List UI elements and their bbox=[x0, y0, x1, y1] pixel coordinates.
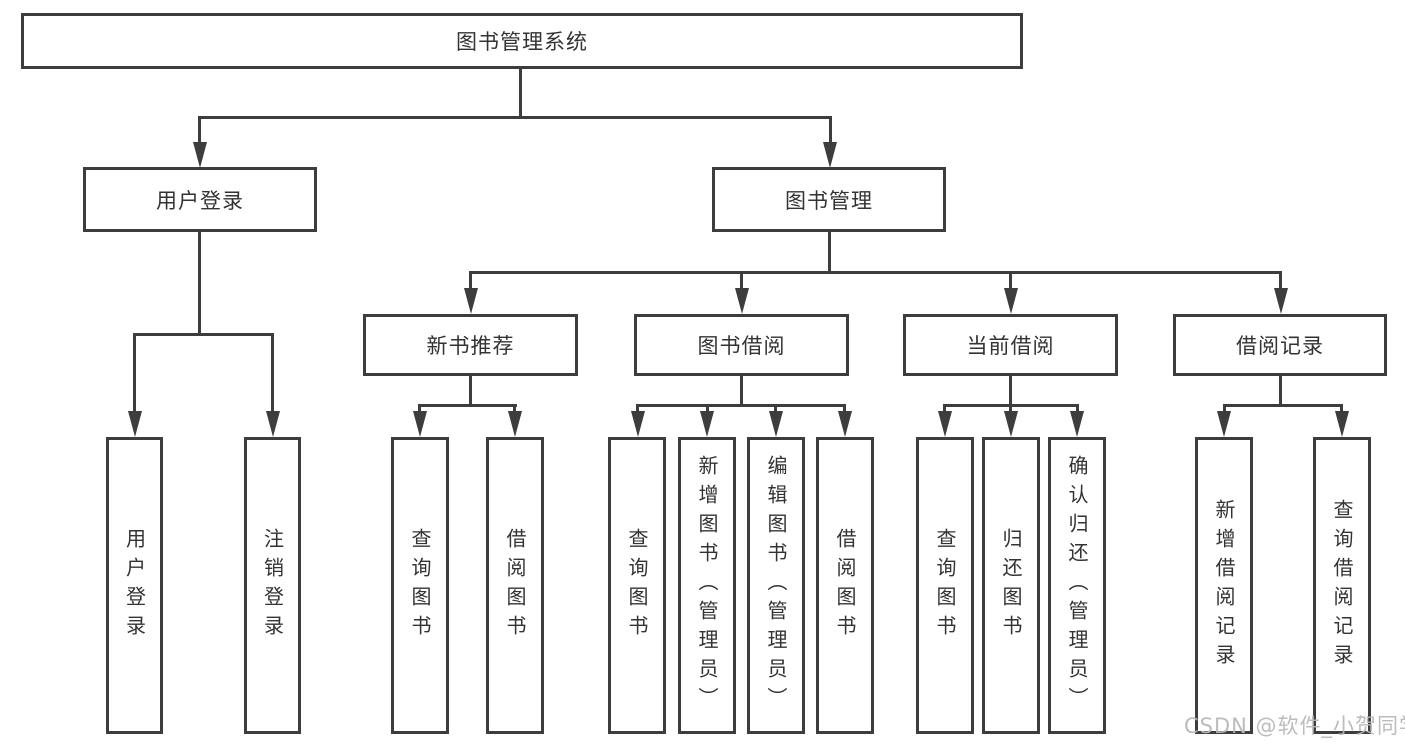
node-current-borrow-label: 当前借阅 bbox=[966, 334, 1055, 358]
leaf-label: 注销登录 bbox=[260, 527, 285, 644]
connector-drop-leaf-login bbox=[133, 333, 136, 412]
connector-user-login-stem bbox=[198, 230, 201, 336]
leaf-label: 借阅图书 bbox=[833, 527, 857, 644]
leaf-records-query: 查询借阅记录 bbox=[1313, 437, 1371, 734]
connector-drop-current-borrow bbox=[1009, 271, 1012, 289]
arrow-down-icon bbox=[266, 411, 280, 437]
node-book-mgmt-label: 图书管理 bbox=[785, 188, 873, 213]
connector-drop bbox=[843, 404, 846, 413]
leaf-bookborrow-add: 新增图书（管理员） bbox=[678, 437, 736, 734]
arrow-down-icon bbox=[128, 411, 142, 437]
connector-root-stem bbox=[519, 67, 522, 118]
arrow-down-icon bbox=[1274, 288, 1288, 314]
connector-user-login-rail bbox=[133, 333, 274, 336]
connector-drop bbox=[706, 404, 709, 413]
connector-drop-borrow-records bbox=[1279, 271, 1282, 289]
leaf-label: 归还图书 bbox=[999, 527, 1023, 644]
connector-drop-new-books bbox=[469, 271, 472, 289]
connector-drop-book-mgmt bbox=[829, 116, 832, 144]
watermark: CSDN @软件_小贺同学 bbox=[1184, 714, 1405, 738]
connector-drop-book-borrow bbox=[740, 271, 743, 289]
connector-drop bbox=[513, 404, 516, 413]
connector-drop bbox=[1076, 404, 1079, 413]
arrow-down-icon bbox=[193, 142, 207, 168]
node-borrow-records: 借阅记录 bbox=[1173, 314, 1387, 376]
node-user-login: 用户登录 bbox=[83, 167, 317, 232]
node-borrow-records-label: 借阅记录 bbox=[1236, 334, 1324, 358]
connector-new-books-rail bbox=[418, 404, 517, 407]
node-book-borrow-label: 图书借阅 bbox=[697, 334, 786, 358]
connector-drop bbox=[1223, 404, 1226, 413]
connector-borrow-records-stem bbox=[1279, 374, 1282, 407]
leaf-bookborrow-edit: 编辑图书（管理员） bbox=[747, 437, 805, 734]
connector-book-mgmt-rail bbox=[469, 271, 1282, 274]
connector-drop bbox=[774, 404, 777, 413]
connector-drop bbox=[1340, 404, 1343, 413]
arrow-down-icon bbox=[700, 411, 714, 437]
connector-new-books-stem bbox=[469, 374, 472, 407]
connector-book-borrow-rail bbox=[636, 404, 846, 407]
connector-borrow-records-rail bbox=[1223, 404, 1343, 407]
connector-drop bbox=[636, 404, 639, 413]
leaf-label: 查询借阅记录 bbox=[1330, 498, 1354, 673]
connector-book-mgmt-stem bbox=[828, 230, 831, 274]
arrow-down-icon bbox=[769, 411, 783, 437]
arrow-down-icon bbox=[735, 288, 749, 314]
connector-book-borrow-stem bbox=[740, 374, 743, 407]
leaf-bookborrow-borrow: 借阅图书 bbox=[816, 437, 874, 734]
leaf-currentborrow-return: 归还图书 bbox=[982, 437, 1040, 734]
leaf-label: 编辑图书（管理员） bbox=[764, 455, 788, 716]
arrow-down-icon bbox=[631, 411, 645, 437]
arrow-down-icon bbox=[1335, 411, 1349, 437]
leaf-label: 借阅图书 bbox=[503, 527, 527, 644]
leaf-label: 查询图书 bbox=[625, 527, 649, 644]
leaf-label: 用户登录 bbox=[122, 527, 147, 644]
arrow-down-icon bbox=[464, 288, 478, 314]
arrow-down-icon bbox=[838, 411, 852, 437]
leaf-newbooks-borrow: 借阅图书 bbox=[486, 437, 544, 734]
node-book-mgmt: 图书管理 bbox=[712, 167, 946, 232]
node-root-label: 图书管理系统 bbox=[456, 30, 588, 54]
arrow-down-icon bbox=[1004, 411, 1018, 437]
node-current-borrow: 当前借阅 bbox=[903, 314, 1118, 376]
arrow-down-icon bbox=[1070, 411, 1084, 437]
leaf-user-login: 用户登录 bbox=[106, 437, 163, 734]
arrow-down-icon bbox=[413, 411, 427, 437]
arrow-down-icon bbox=[508, 411, 522, 437]
node-book-borrow: 图书借阅 bbox=[634, 314, 849, 376]
leaf-currentborrow-confirm: 确认归还（管理员） bbox=[1048, 437, 1106, 734]
leaf-currentborrow-query: 查询图书 bbox=[916, 437, 974, 734]
node-new-books: 新书推荐 bbox=[363, 314, 578, 376]
connector-drop bbox=[418, 404, 421, 413]
leaf-bookborrow-query: 查询图书 bbox=[608, 437, 666, 734]
connector-drop bbox=[943, 404, 946, 413]
connector-drop-user-login bbox=[198, 116, 201, 144]
arrow-down-icon bbox=[1004, 288, 1018, 314]
leaf-newbooks-query: 查询图书 bbox=[391, 437, 449, 734]
leaf-label: 确认归还（管理员） bbox=[1065, 455, 1089, 716]
leaf-label: 查询图书 bbox=[408, 527, 432, 644]
node-user-login-label: 用户登录 bbox=[156, 188, 244, 213]
leaf-label: 新增图书（管理员） bbox=[695, 455, 719, 716]
connector-root-rail bbox=[198, 116, 832, 119]
leaf-records-add: 新增借阅记录 bbox=[1195, 437, 1253, 734]
arrow-down-icon bbox=[938, 411, 952, 437]
node-new-books-label: 新书推荐 bbox=[426, 334, 515, 358]
leaf-label: 查询图书 bbox=[933, 527, 957, 644]
arrow-down-icon bbox=[823, 142, 837, 168]
connector-drop bbox=[1009, 404, 1012, 413]
node-root: 图书管理系统 bbox=[21, 13, 1023, 69]
connector-drop-leaf-logout bbox=[271, 333, 274, 412]
arrow-down-icon bbox=[1217, 411, 1231, 437]
connector-current-borrow-stem bbox=[1009, 374, 1012, 407]
leaf-label: 新增借阅记录 bbox=[1212, 498, 1236, 673]
leaf-logout: 注销登录 bbox=[244, 437, 301, 734]
